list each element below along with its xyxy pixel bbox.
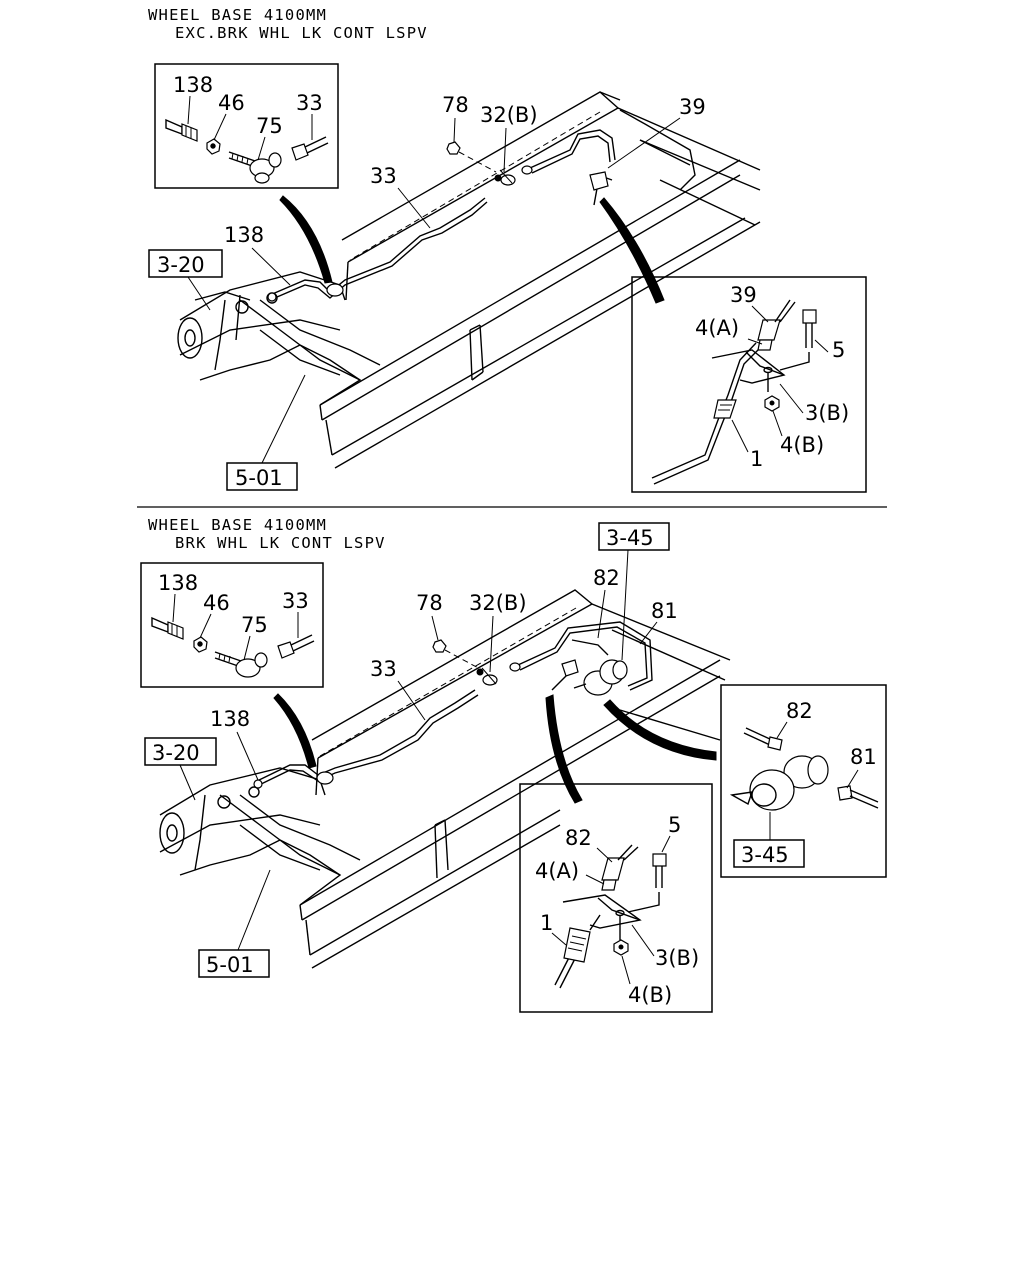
label-46: 46 — [203, 591, 230, 615]
flare-nut-icon — [291, 136, 329, 161]
ref-3-20[interactable]: 3-20 — [144, 737, 217, 801]
ref-3-45[interactable]: 3-45 — [598, 522, 670, 661]
label-138-main: 138 — [210, 707, 250, 731]
label-5-detail: 5 — [668, 813, 681, 837]
label-138: 138 — [173, 73, 213, 97]
ref-5-01-label: 5-01 — [206, 953, 254, 977]
ref-5-01[interactable]: 5-01 — [198, 869, 271, 978]
fitting-32b — [476, 667, 498, 686]
top-section: WHEEL BASE 4100MM EXC.BRK WHL LK CONT LS… — [148, 6, 867, 493]
label-78: 78 — [416, 591, 443, 615]
top-heading-line1: WHEEL BASE 4100MM — [148, 6, 327, 24]
label-82: 82 — [593, 566, 620, 590]
brake-pipe-33 — [253, 689, 479, 789]
ref-3-20-label: 3-20 — [157, 253, 205, 277]
valve-pointer — [603, 699, 717, 761]
label-4a-detail: 4(A) — [695, 316, 739, 340]
label-82-valve: 82 — [786, 699, 813, 723]
ref-3-20[interactable]: 3-20 — [148, 249, 223, 311]
label-33-main: 33 — [370, 164, 397, 188]
ref-3-45-label: 3-45 — [606, 526, 654, 550]
ref-5-01-label: 5-01 — [235, 466, 283, 490]
label-32b: 32(B) — [480, 103, 538, 127]
label-1-detail: 1 — [540, 911, 553, 935]
callout-pointer — [273, 693, 317, 769]
label-78: 78 — [442, 93, 469, 117]
label-75: 75 — [256, 114, 283, 138]
top-lspv-bracket-detail: 39 4(A) 5 3(B) 1 4(B) — [631, 276, 867, 493]
label-33: 33 — [282, 589, 309, 613]
top-heading-line2: EXC.BRK WHL LK CONT LSPV — [175, 24, 428, 42]
label-81-valve: 81 — [850, 745, 877, 769]
label-5-detail: 5 — [832, 338, 845, 362]
bottom-heading-line1: WHEEL BASE 4100MM — [148, 516, 327, 534]
ref-5-01[interactable]: 5-01 — [226, 374, 306, 491]
union-fitting-icon — [165, 118, 198, 142]
ref-3-45b-label: 3-45 — [741, 843, 789, 867]
label-82-detail: 82 — [565, 826, 592, 850]
ref-3-20-label: 3-20 — [152, 741, 200, 765]
ref-3-45-valve[interactable]: 3-45 — [733, 812, 805, 868]
nut-icon — [206, 138, 221, 155]
bottom-heading-line2: BRK WHL LK CONT LSPV — [175, 534, 386, 552]
bolt-78 — [446, 141, 497, 173]
callout-pointer — [279, 195, 333, 284]
tee-fitting-icon — [228, 151, 282, 184]
label-4b-detail: 4(B) — [628, 983, 672, 1007]
bottom-section: WHEEL BASE 4100MM BRK WHL LK CONT LSPV 1… — [140, 516, 887, 1013]
label-33-main: 33 — [370, 657, 397, 681]
label-81: 81 — [651, 599, 678, 623]
label-138-main: 138 — [224, 223, 264, 247]
top-fittings-inset: 138 46 75 33 — [154, 63, 339, 189]
brake-pipe-39 — [521, 129, 616, 206]
frame-rails — [159, 589, 731, 969]
frame-rails — [177, 91, 761, 469]
label-3b-detail: 3(B) — [805, 401, 849, 425]
label-32b: 32(B) — [469, 591, 527, 615]
brake-pipe-33 — [267, 197, 488, 302]
label-1-detail: 1 — [750, 447, 763, 471]
label-39: 39 — [679, 95, 706, 119]
brake-pipe-82-81 — [509, 621, 653, 696]
label-138: 138 — [158, 571, 198, 595]
label-46: 46 — [218, 91, 245, 115]
fitting-32b — [494, 169, 516, 186]
label-39-detail: 39 — [730, 283, 757, 307]
detail-pointer — [545, 694, 583, 804]
bottom-fittings-inset: 138 46 75 33 — [140, 562, 324, 688]
bolt-78 — [432, 639, 483, 671]
label-4a-detail: 4(A) — [535, 859, 579, 883]
label-75: 75 — [241, 613, 268, 637]
label-3b-detail: 3(B) — [655, 946, 699, 970]
label-4b-detail: 4(B) — [780, 433, 824, 457]
label-33: 33 — [296, 91, 323, 115]
bottom-valve-detail: 82 81 3-45 — [720, 684, 887, 878]
bottom-lspv-bracket-detail: 82 5 4(A) 1 3(B) 4(B) — [519, 783, 713, 1013]
